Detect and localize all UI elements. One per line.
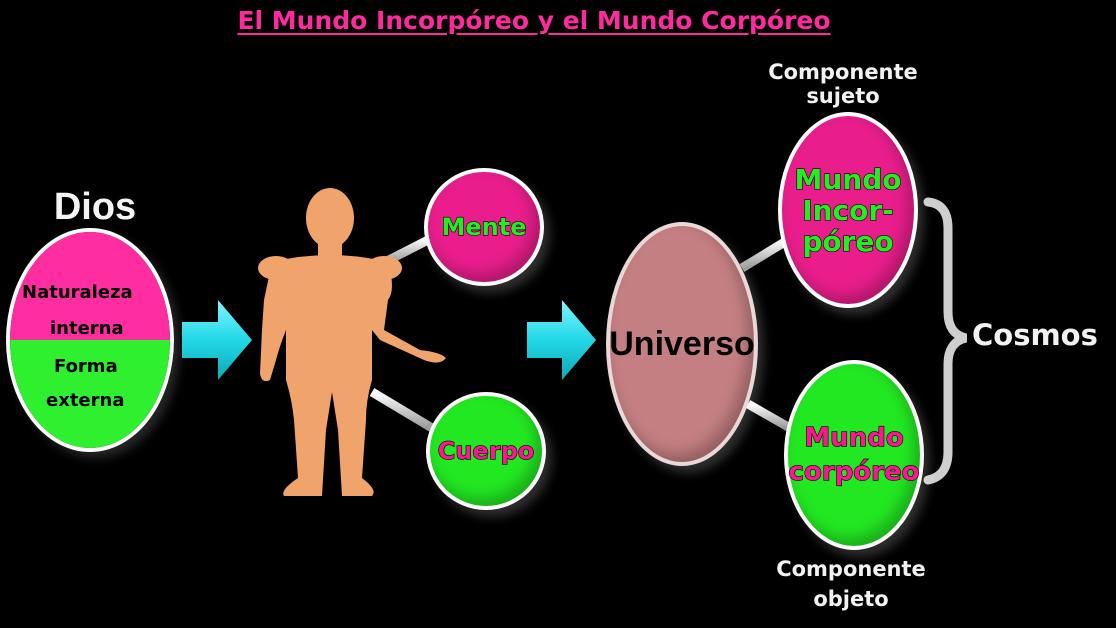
componente-sujeto-line1: Componente (768, 60, 918, 84)
forma-label: Forma (54, 356, 118, 377)
mente-label: Mente (441, 212, 527, 241)
universo-oval: Universo (606, 222, 758, 466)
incorporeo-line1: Mundo (794, 162, 902, 196)
dios-oval: Naturaleza interna Forma externa (6, 228, 174, 452)
naturaleza-interna-segment (10, 232, 170, 340)
cosmos-label: Cosmos (972, 318, 1098, 352)
arrow-right-icon-2 (527, 300, 596, 380)
connector-cuerpo (369, 388, 435, 432)
cuerpo-label: Cuerpo (437, 436, 535, 465)
componente-objeto-label: Componente objeto (756, 554, 946, 614)
mundo-incorporeo-oval: Mundo Incor- póreo (778, 112, 918, 308)
universo-label: Universo (609, 324, 755, 363)
corporeo-line2: corpóreo (788, 456, 920, 487)
connector-incorporeo (739, 236, 791, 272)
incorporeo-line2: Incor- (802, 193, 895, 227)
connector-corporeo (745, 400, 793, 432)
cosmos-brace (923, 197, 968, 485)
dios-heading: Dios (53, 186, 137, 228)
externa-label: externa (46, 390, 125, 411)
interna-label: interna (50, 318, 124, 339)
cuerpo-oval: Cuerpo (426, 392, 546, 510)
naturaleza-label: Naturaleza (22, 282, 133, 303)
mente-oval: Mente (424, 168, 544, 286)
page-title: El Mundo Incorpóreo y el Mundo Corpóreo (237, 6, 831, 35)
arrow-right-icon (182, 300, 252, 380)
componente-sujeto-label: Componente sujeto (748, 60, 938, 108)
componente-objeto-line1: Componente (776, 557, 926, 581)
componente-sujeto-line2: sujeto (806, 84, 880, 108)
human-figure-icon (258, 188, 446, 496)
componente-objeto-line2: objeto (813, 587, 889, 611)
forma-externa-segment (10, 340, 170, 448)
corporeo-line1: Mundo (804, 422, 905, 453)
mundo-corporeo-oval: Mundo corpóreo (784, 360, 924, 550)
incorporeo-line3: póreo (802, 224, 895, 258)
